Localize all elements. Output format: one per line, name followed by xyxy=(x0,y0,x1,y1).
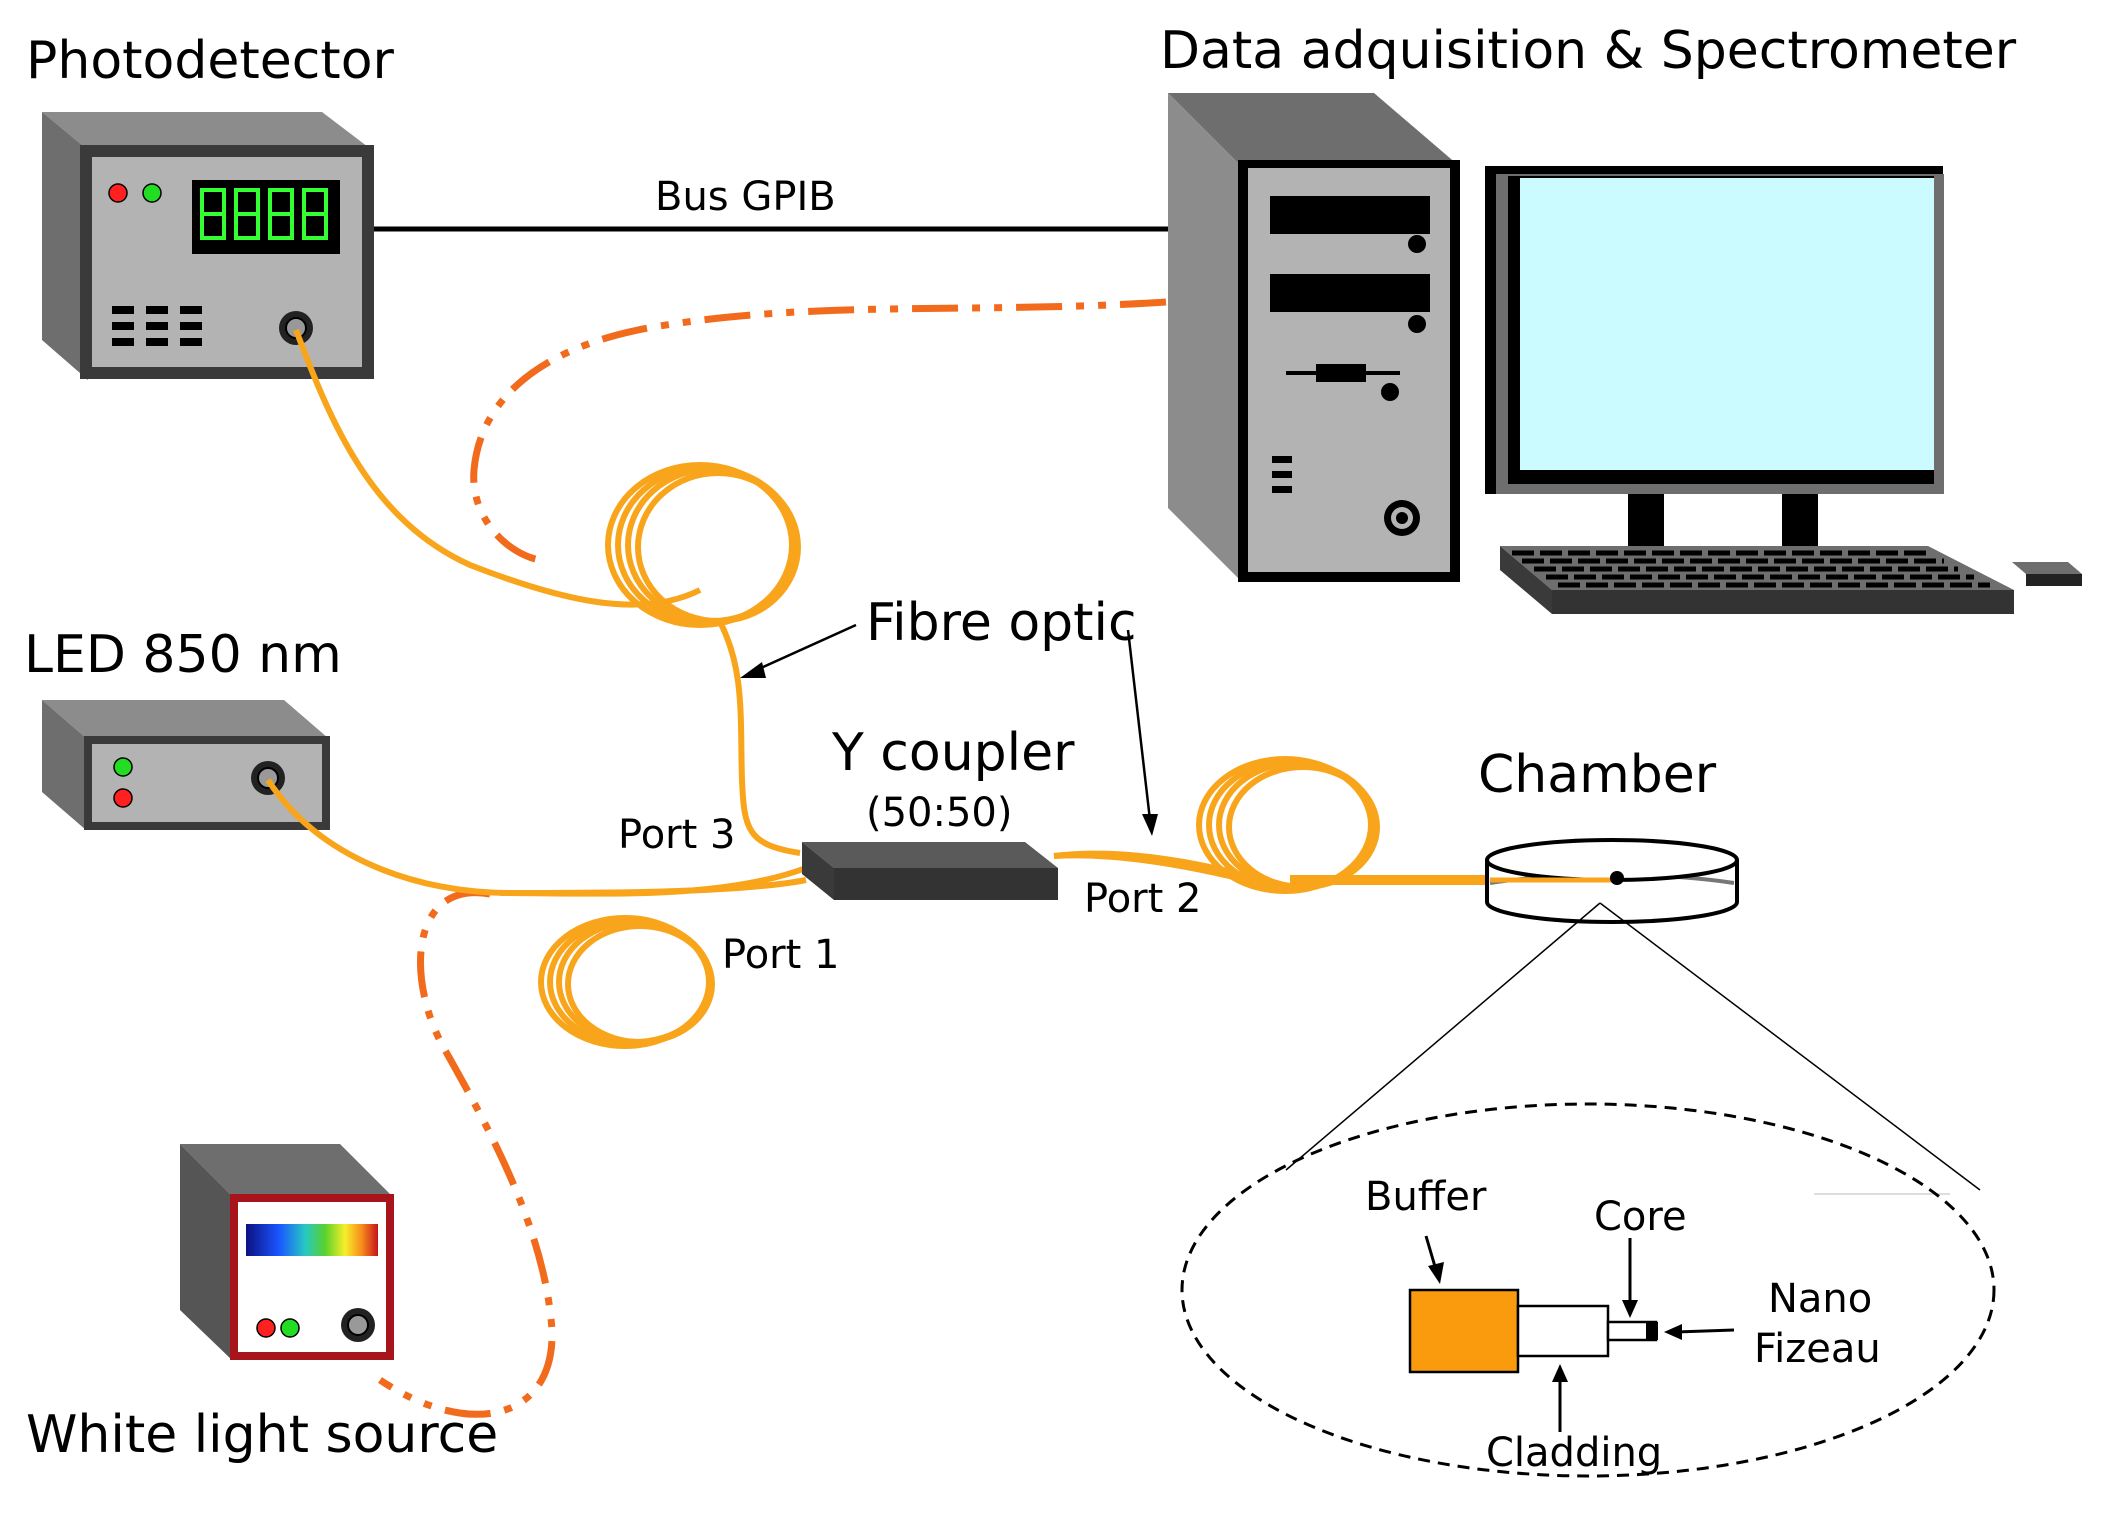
daq-label: Data adquisition & Spectrometer xyxy=(1160,21,2017,81)
zoom-line-right xyxy=(1599,902,1981,1191)
dashed-fiber-upper xyxy=(470,298,1167,564)
monitor xyxy=(1485,166,1944,546)
fibre-optic-label: Fibre optic xyxy=(866,593,1137,653)
port2-label: Port 2 xyxy=(1084,876,1201,922)
dashed-fiber-lower xyxy=(378,889,556,1418)
white-light-source xyxy=(180,1144,394,1360)
chamber-label: Chamber xyxy=(1478,745,1717,805)
computer-tower xyxy=(1168,93,1460,582)
led-source xyxy=(42,700,330,830)
detail-ellipse xyxy=(1180,1102,1996,1478)
zoom-line-left xyxy=(1285,902,1601,1171)
mouse xyxy=(2012,562,2082,586)
cladding-label: Cladding xyxy=(1486,1430,1662,1476)
photodetector-label: Photodetector xyxy=(26,31,395,91)
coupler-ratio-label: (50:50) xyxy=(866,790,1012,836)
chamber xyxy=(1485,838,1739,924)
coupler-label: Y coupler xyxy=(831,723,1075,783)
detail-arrows xyxy=(1424,1235,1735,1432)
nano-label-line2: Fizeau xyxy=(1754,1326,1881,1372)
nano-label-line1: Nano xyxy=(1768,1276,1872,1322)
y-coupler xyxy=(802,842,1058,900)
led-label: LED 850 nm xyxy=(24,625,342,685)
core-label: Core xyxy=(1594,1194,1687,1240)
keyboard xyxy=(1500,546,2014,614)
photodetector-device xyxy=(42,112,374,380)
fiber-cross-section xyxy=(1408,1288,1658,1374)
port1-label: Port 1 xyxy=(722,932,839,978)
white-light-label: White light source xyxy=(26,1405,498,1465)
bus-label: Bus GPIB xyxy=(655,174,836,220)
fibre-pointer-arrows xyxy=(740,623,1158,836)
port3-label: Port 3 xyxy=(618,812,735,858)
solid-fibers xyxy=(265,328,1625,1049)
buffer-label: Buffer xyxy=(1365,1174,1487,1220)
